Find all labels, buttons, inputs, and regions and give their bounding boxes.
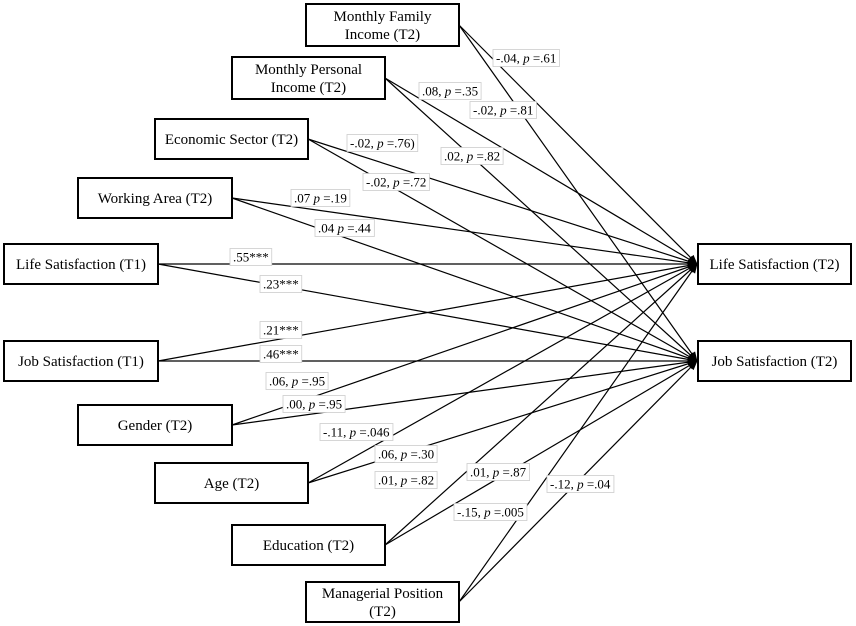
svg-text:.46***: .46***	[263, 347, 299, 362]
coefficient-label: .46***	[259, 345, 303, 363]
coefficient-label: -.12, p =.04	[546, 475, 615, 493]
node-job-satisfaction-t1: Job Satisfaction (T1)	[3, 340, 159, 382]
svg-text:.23***: .23***	[263, 277, 299, 292]
path-lines	[157, 24, 698, 603]
coefficient-label: .00, p =.95	[282, 395, 346, 413]
node-job-satisfaction-t2: Job Satisfaction (T2)	[697, 340, 852, 382]
node-label: Life Satisfaction (T1)	[16, 257, 146, 273]
path-arrow-monthly-personal-income-to-life-satisfaction-t2	[384, 77, 698, 265]
coefficient-label: .23***	[259, 275, 303, 293]
node-label: (T2)	[369, 604, 396, 620]
node-managerial-position: Managerial Position (T2)	[305, 581, 460, 623]
node-label: Working Area (T2)	[98, 191, 213, 207]
svg-text:-.02, p =.72: -.02, p =.72	[366, 175, 426, 190]
svg-text:-.12, p =.04: -.12, p =.04	[550, 477, 611, 492]
svg-text:.55***: .55***	[233, 250, 269, 265]
svg-text:.01, p =.82: .01, p =.82	[378, 473, 434, 488]
node-age: Age (T2)	[154, 462, 309, 504]
coefficient-label: .01, p =.87	[466, 463, 530, 481]
node-education: Education (T2)	[231, 524, 386, 566]
node-label: Gender (T2)	[118, 418, 193, 434]
coefficient-label: .01, p =.82	[374, 471, 438, 489]
node-gender: Gender (T2)	[77, 404, 233, 446]
path-arrow-gender-to-job-satisfaction-t2	[231, 358, 698, 426]
coefficient-label: -.02, p =.81	[469, 101, 537, 119]
coefficient-label: -.02, p =.72	[362, 173, 430, 191]
svg-text:-.04, p =.61: -.04, p =.61	[496, 51, 556, 66]
node-label: Income (T2)	[271, 80, 346, 96]
node-working-area: Working Area (T2)	[77, 177, 233, 219]
node-life-satisfaction-t1: Life Satisfaction (T1)	[3, 243, 159, 285]
svg-text:.02, p =.82: .02, p =.82	[444, 149, 500, 164]
coefficient-label: -.15, p =.005	[453, 503, 528, 521]
svg-text:.21***: .21***	[263, 323, 299, 338]
coefficient-label: .06, p =.95	[265, 372, 329, 390]
node-label: Job Satisfaction (T2)	[712, 354, 838, 370]
path-arrow-working-area-to-life-satisfaction-t2	[231, 197, 698, 267]
node-label: Life Satisfaction (T2)	[710, 257, 840, 273]
svg-text:.00, p =.95: .00, p =.95	[286, 397, 342, 412]
svg-text:.01, p =.87: .01, p =.87	[470, 465, 527, 480]
path-arrow-education-to-life-satisfaction-t2	[384, 263, 698, 546]
coefficient-label: -.04, p =.61	[492, 49, 560, 67]
path-arrow-job-satisfaction-t1-to-life-satisfaction-t2	[157, 261, 698, 362]
coefficient-label: -.11, p =.046	[319, 423, 394, 441]
svg-text:.04 p =.44: .04 p =.44	[318, 221, 371, 236]
node-label: Income (T2)	[345, 27, 420, 43]
coefficient-label: .55***	[229, 248, 273, 266]
coefficient-label: .02, p =.82	[440, 147, 504, 165]
node-label: Managerial Position	[322, 586, 444, 602]
node-label: Economic Sector (T2)	[165, 132, 298, 148]
node-label: Education (T2)	[263, 538, 354, 554]
coefficient-label: .08, p =.35	[418, 82, 482, 100]
coefficient-labels: -.04, p =.61 -.02, p =.81 .08, p =.35 .02, …	[229, 49, 615, 521]
node-economic-sector: Economic Sector (T2)	[154, 118, 309, 160]
svg-text:.07 p =.19: .07 p =.19	[294, 191, 347, 206]
svg-text:-.02, p =.76): -.02, p =.76)	[350, 136, 415, 151]
node-label: Job Satisfaction (T1)	[18, 354, 144, 370]
path-arrow-economic-sector-to-job-satisfaction-t2	[307, 138, 698, 362]
node-label: Monthly Family	[334, 9, 432, 25]
node-label: Age (T2)	[204, 476, 259, 492]
svg-text:-.15, p =.005: -.15, p =.005	[457, 505, 524, 520]
node-life-satisfaction-t2: Life Satisfaction (T2)	[697, 243, 852, 285]
svg-text:.06, p =.30: .06, p =.30	[378, 447, 434, 462]
coefficient-label: -.02, p =.76)	[346, 134, 419, 152]
svg-text:.06, p =.95: .06, p =.95	[269, 374, 325, 389]
coefficient-label: .07 p =.19	[290, 189, 351, 207]
path-arrow-education-to-job-satisfaction-t2	[384, 360, 698, 546]
path-arrow-age-to-life-satisfaction-t2	[307, 263, 698, 484]
coefficient-label: .04 p =.44	[314, 219, 375, 237]
coefficient-label: .06, p =.30	[374, 445, 438, 463]
path-arrow-monthly-personal-income-to-job-satisfaction-t2	[384, 77, 698, 362]
svg-text:-.02, p =.81: -.02, p =.81	[473, 103, 533, 118]
path-arrow-age-to-job-satisfaction-t2	[307, 359, 698, 484]
path-arrow-economic-sector-to-life-satisfaction-t2	[307, 138, 698, 266]
coefficient-label: .21***	[259, 321, 303, 339]
node-label: Monthly Personal	[255, 62, 362, 78]
svg-text:.08, p =.35: .08, p =.35	[422, 84, 478, 99]
path-arrow-managerial-position-to-life-satisfaction-t2	[458, 263, 698, 603]
svg-text:-.11, p =.046: -.11, p =.046	[323, 425, 390, 440]
